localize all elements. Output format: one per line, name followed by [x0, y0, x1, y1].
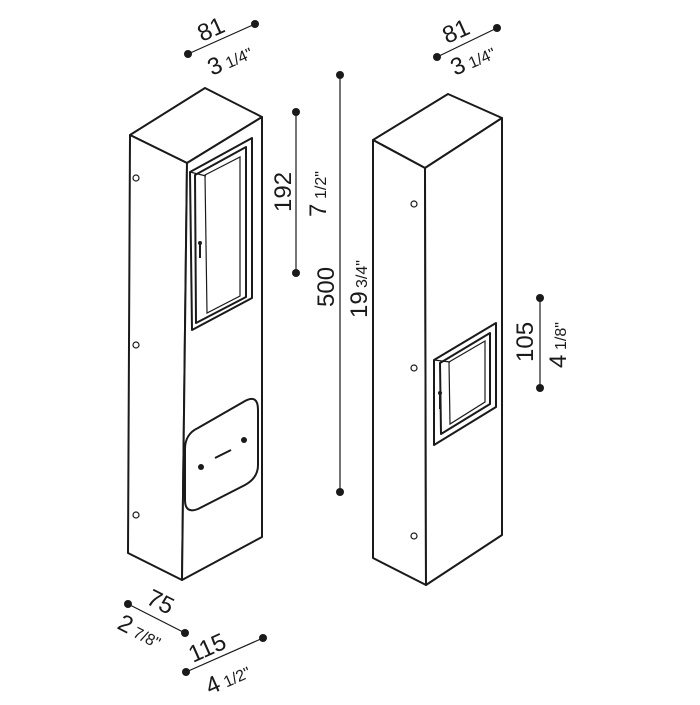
small-panel-mm: 105: [512, 322, 539, 362]
panel-height-mm: 192: [270, 172, 297, 212]
bollard-left-socket-panel: [184, 397, 259, 512]
bollard-left-side: [127, 134, 188, 581]
dimension-panel-height: 192 7 1/2": [270, 108, 332, 277]
screw-icon: [132, 341, 140, 349]
dimension-depth: 75 2 7/8": [113, 584, 189, 653]
panel-height-in-frac: 1/2": [313, 171, 330, 199]
bollard-right-meter-door: [433, 322, 497, 446]
left-width-in-frac: 1/4": [223, 45, 255, 72]
screw-icon: [410, 200, 418, 208]
screw-icon: [132, 174, 140, 182]
panel-height-in-whole: 7: [305, 204, 332, 217]
depth-mm: 75: [142, 584, 178, 620]
dimension-base-width: 115 4 1/2": [182, 628, 267, 700]
base-mm: 115: [184, 628, 230, 668]
socket-pin-icon: [241, 437, 247, 443]
small-panel-in-whole: 4: [545, 355, 572, 368]
screw-icon: [132, 511, 140, 519]
right-width-mm: 81: [438, 14, 473, 50]
bollard-left-meter-door: [189, 137, 253, 331]
total-height-mm: 500: [313, 267, 340, 307]
bollard-right-side: [372, 139, 427, 586]
screw-icon: [410, 364, 418, 372]
dimension-left-width: 81 3 1/4": [184, 12, 259, 81]
total-height-in-whole: 19: [346, 291, 373, 318]
socket-slot-icon: [214, 449, 232, 459]
dimension-total-height: 500 19 3/4": [313, 71, 373, 496]
right-width-in-frac: 1/4": [466, 45, 498, 72]
depth-in-frac: 7/8": [130, 625, 163, 653]
bollard-right-front: [424, 117, 503, 586]
bollard-left: [127, 87, 263, 581]
left-width-mm: 81: [193, 12, 228, 48]
bollard-right: [372, 93, 503, 586]
socket-pin-icon: [198, 464, 204, 470]
total-height-in-frac: 3/4": [354, 260, 371, 288]
screw-icon: [410, 532, 418, 540]
dimension-right-width: 81 3 1/4": [433, 14, 501, 81]
small-panel-in-frac: 1/8": [553, 322, 570, 350]
base-in-frac: 1/2": [221, 664, 253, 691]
dimension-small-panel-height: 105 4 1/8": [512, 294, 572, 392]
